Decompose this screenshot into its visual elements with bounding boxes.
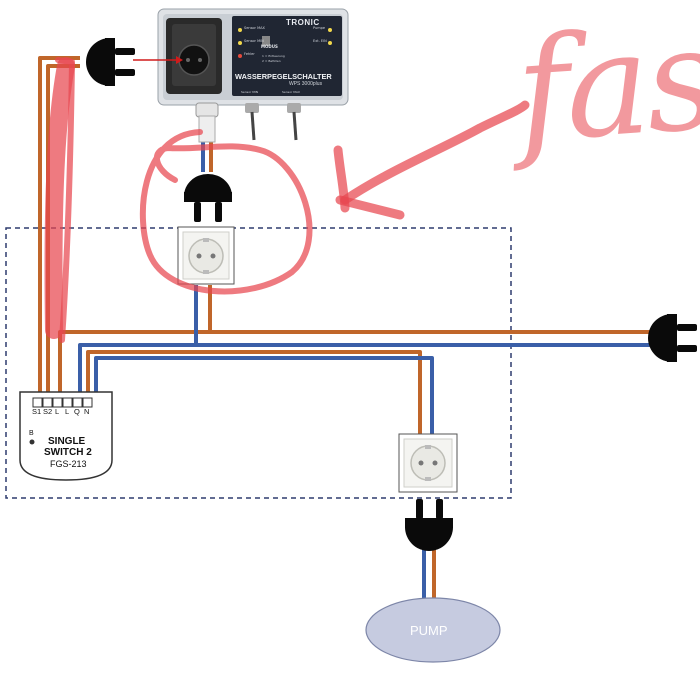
wire-neutral-to-relay — [78, 343, 196, 392]
controller-led-label-2: Sensor MIN — [244, 39, 264, 43]
socket-pump — [398, 433, 458, 493]
controller-title: WASSERPEGELSCHALTER — [235, 72, 332, 81]
relay-terminal-label-4: L — [65, 407, 70, 416]
relay-terminal-label-1: S1 — [32, 407, 42, 416]
controller-unit — [133, 8, 349, 143]
plug-top-icon — [86, 38, 135, 86]
controller-led-label-4: Pumpe — [313, 26, 326, 30]
relay-name-line1: SINGLE — [48, 436, 86, 447]
relay-name-line2: SWITCH 2 — [44, 447, 92, 458]
wire-relay-q-live — [86, 350, 422, 440]
controller-mode-option-2: 2 = Befüllen — [262, 59, 281, 63]
plug-pump-icon — [405, 499, 453, 551]
relay-terminal-label-5: Q — [74, 407, 80, 416]
controller-led-label-1: Sensor MAX — [244, 26, 265, 30]
relay-module — [19, 391, 113, 481]
controller-model: WPS 3000plus — [289, 81, 323, 87]
pump-body — [365, 597, 501, 663]
junction-box-outline — [5, 227, 512, 499]
relay-model: FGS-213 — [50, 459, 87, 469]
relay-button-icon — [29, 439, 35, 445]
controller-brand: TRONIC — [286, 18, 320, 27]
plug-controller-icon — [184, 174, 232, 222]
controller-sensor-label-2: Sensor MAX — [282, 90, 300, 94]
controller-sensor-label-1: Sensor MIN — [241, 90, 258, 94]
wire-relay-n-neutral — [94, 356, 434, 440]
plug-supply-icon — [648, 314, 697, 362]
relay-terminal-label-3: L — [55, 407, 60, 416]
pump-label: PUMP — [410, 623, 448, 638]
relay-button-label: B — [29, 430, 34, 437]
controller-mode-label: MODUS — [261, 44, 278, 49]
highlight-annotations — [44, 57, 530, 343]
controller-mode-option-1: 1 = Entleerung — [262, 54, 285, 58]
wire-supply-live — [58, 330, 650, 392]
relay-terminal-label-2: S2 — [43, 407, 53, 416]
socket-controller — [177, 226, 235, 285]
controller-led-label-3: Fehler — [244, 52, 255, 56]
controller-led-label-5: Ext. EIN — [313, 39, 327, 43]
relay-terminal-label-6: N — [84, 407, 90, 416]
annotation-text: fast — [511, 0, 700, 175]
wires — [38, 56, 650, 604]
relay-terminals — [32, 397, 93, 408]
